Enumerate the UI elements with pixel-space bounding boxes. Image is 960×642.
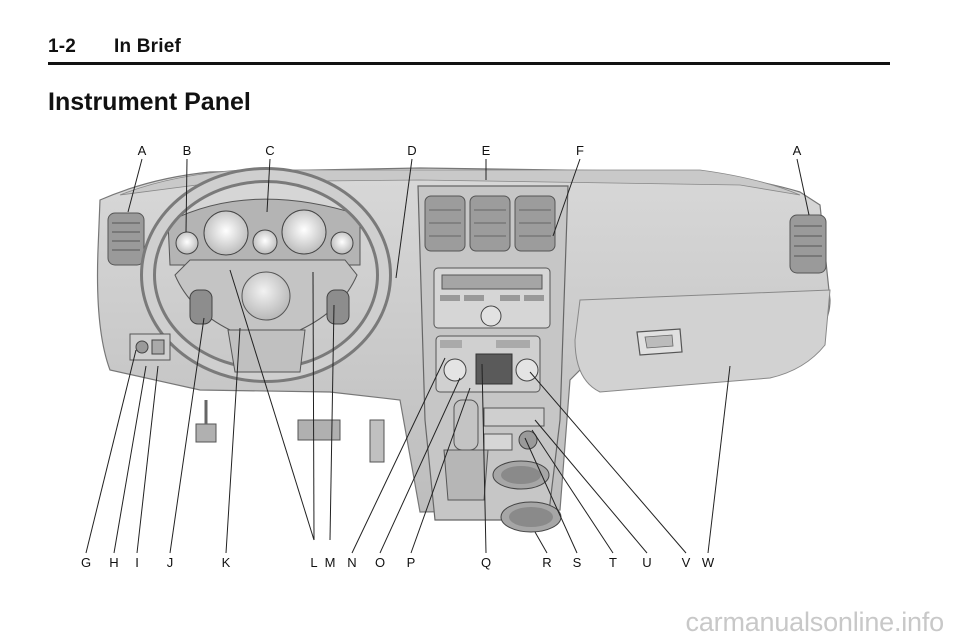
left-air-vent [107,212,145,266]
label-w: W [702,555,715,570]
label-p: P [407,555,416,570]
label-f: F [576,143,584,158]
audio-system [433,267,551,329]
label-a-right: A [793,143,802,158]
label-a-left: A [138,143,147,158]
label-q: Q [481,555,491,570]
steering-wheel [140,167,392,383]
label-j: J [167,555,174,570]
console-switches [483,407,545,451]
page-title: Instrument Panel [48,88,251,116]
label-u: U [642,555,651,570]
label-e: E [482,143,491,158]
label-d: D [407,143,416,158]
page-header: 1-2 In Brief [48,36,890,58]
cup-holders [492,460,562,533]
label-o: O [375,555,385,570]
label-r: R [542,555,551,570]
pedals [195,400,385,463]
label-k: K [222,555,231,570]
label-s: S [573,555,582,570]
callout-labels: A B C D E F A G H I J K L M N O P Q R S … [81,143,802,570]
header-rule [48,62,890,65]
label-h: H [109,555,118,570]
shift-lever [443,399,489,501]
gauges [175,209,354,256]
left-switch-panel [129,333,171,361]
leader-lines [85,158,810,554]
label-v: V [682,555,691,570]
page-number: 1-2 [48,36,77,57]
label-b: B [183,143,192,158]
label-n: N [347,555,356,570]
glove-box-panel [574,289,831,393]
label-l: L [310,555,317,570]
label-m: M [325,555,336,570]
center-air-vents [424,195,556,252]
label-t: T [609,555,617,570]
right-air-vent [789,214,827,274]
climate-controls [435,335,541,393]
watermark: carmanualsonline.info [685,607,945,637]
label-i: I [135,555,139,570]
label-g: G [81,555,91,570]
label-c: C [265,143,274,158]
section-title: In Brief [114,36,182,57]
